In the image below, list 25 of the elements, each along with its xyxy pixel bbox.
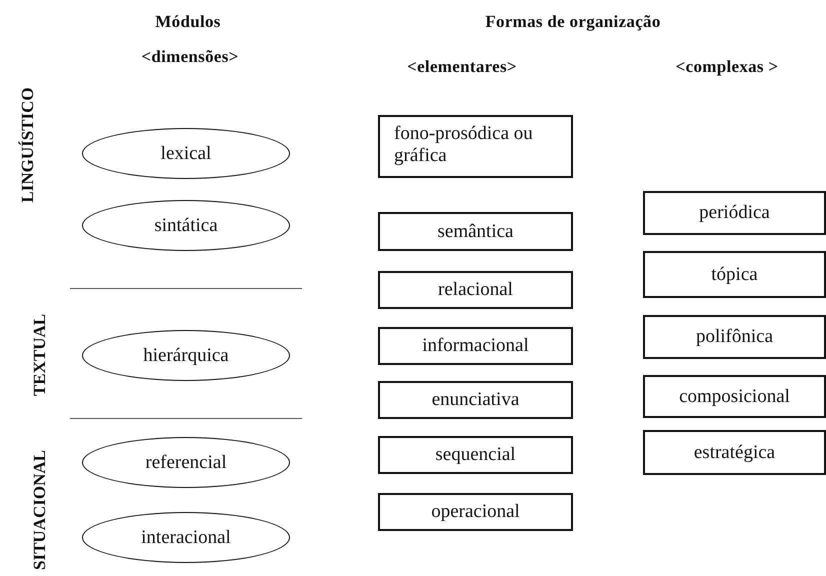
form-box: informacional xyxy=(378,327,573,365)
form-box: tópica xyxy=(643,251,826,298)
column-heading: Módulos xyxy=(155,12,221,32)
dimension-label: LINGUÍSTICO xyxy=(18,87,38,203)
module-ellipse: interacional xyxy=(82,512,290,563)
module-ellipse: sintática xyxy=(82,200,290,251)
module-ellipse: referencial xyxy=(82,437,290,488)
form-box: polifônica xyxy=(643,315,826,359)
column-heading: Formas de organização xyxy=(485,12,661,32)
form-box: fono-prosódica ou gráfica xyxy=(378,115,573,178)
column-heading: <complexas > xyxy=(676,57,778,77)
form-box: enunciativa xyxy=(378,381,573,419)
column-heading: <dimensões> xyxy=(141,47,239,67)
column-heading: <elementares> xyxy=(407,57,517,77)
dimension-label: TEXTUAL xyxy=(30,314,50,396)
form-box: estratégica xyxy=(643,430,826,475)
module-ellipse: hierárquica xyxy=(82,330,290,381)
form-box: relacional xyxy=(378,271,573,309)
form-box: composicional xyxy=(643,375,826,418)
dimension-label: SITUACIONAL xyxy=(30,450,50,570)
form-box: sequencial xyxy=(378,436,573,474)
module-ellipse: lexical xyxy=(82,128,290,179)
form-box: operacional xyxy=(378,493,573,531)
form-box: periódica xyxy=(643,191,826,235)
form-box: semântica xyxy=(378,212,573,251)
